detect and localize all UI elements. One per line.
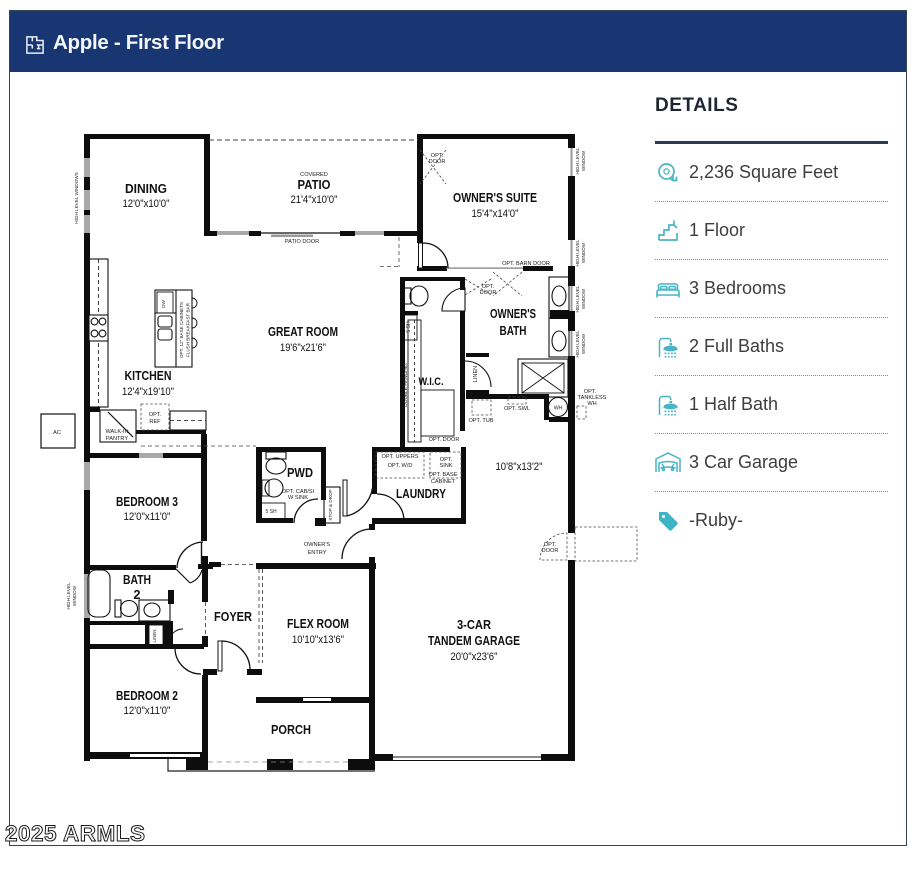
svg-text:LAUNDRY: LAUNDRY: [396, 487, 447, 501]
svg-text:WH: WH: [554, 406, 563, 412]
svg-text:OPT.: OPT.: [149, 412, 162, 418]
svg-text:12'0"x11'0": 12'0"x11'0": [124, 705, 171, 717]
svg-text:COVERED: COVERED: [300, 172, 328, 178]
svg-text:12'4"x19'10": 12'4"x19'10": [122, 386, 174, 398]
svg-text:DOUBLE HANGING: DOUBLE HANGING: [403, 363, 409, 407]
svg-text:5 SH: 5 SH: [406, 321, 412, 333]
svg-text:FOYER: FOYER: [214, 610, 252, 624]
svg-text:WINDOW: WINDOW: [72, 585, 77, 606]
svg-text:LINEN: LINEN: [473, 366, 479, 382]
svg-text:OPT. TUB: OPT. TUB: [468, 418, 493, 424]
svg-text:BATH: BATH: [123, 573, 151, 587]
svg-text:OWNER'S: OWNER'S: [490, 307, 536, 321]
svg-text:OPT. W/D: OPT. W/D: [388, 463, 413, 469]
svg-text:PWD: PWD: [287, 466, 313, 480]
svg-text:DOOR: DOOR: [542, 548, 559, 554]
svg-text:TANKLESS: TANKLESS: [578, 395, 607, 401]
svg-text:5 SH: 5 SH: [265, 509, 277, 515]
svg-text:OPT.: OPT.: [440, 457, 453, 463]
svg-text:HIGH LEVEL: HIGH LEVEL: [575, 147, 580, 175]
svg-text:W.I.C.: W.I.C.: [419, 376, 444, 388]
svg-text:12'0"x11'0": 12'0"x11'0": [124, 511, 171, 523]
svg-text:OPT. SWL: OPT. SWL: [504, 406, 530, 412]
svg-text:DOOR: DOOR: [429, 159, 446, 165]
svg-text:FLEX ROOM: FLEX ROOM: [287, 617, 349, 631]
svg-text:TANDEM GARAGE: TANDEM GARAGE: [428, 634, 520, 648]
svg-text:20'0"x23'6": 20'0"x23'6": [451, 651, 498, 663]
svg-text:19'6"x21'6": 19'6"x21'6": [280, 342, 326, 354]
svg-text:DINING: DINING: [125, 182, 167, 196]
svg-text:PORCH: PORCH: [271, 723, 311, 737]
svg-text:WINDOW: WINDOW: [581, 333, 586, 354]
svg-text:STOP & DROP: STOP & DROP: [328, 489, 333, 520]
svg-text:OPT. CAB/SI: OPT. CAB/SI: [282, 489, 315, 495]
svg-text:OPT. BASE: OPT. BASE: [429, 472, 458, 478]
svg-text:OPT. BARN DOOR: OPT. BARN DOOR: [502, 261, 550, 267]
svg-text:12'0"x10'0": 12'0"x10'0": [123, 198, 170, 210]
svg-text:PANTRY: PANTRY: [106, 436, 128, 442]
svg-text:OPT.: OPT.: [482, 284, 495, 290]
svg-text:FLUSH BREAKFAST BAR: FLUSH BREAKFAST BAR: [186, 302, 191, 357]
svg-text:OWNER'S: OWNER'S: [304, 542, 331, 548]
svg-text:15'4"x14'0": 15'4"x14'0": [472, 208, 519, 220]
svg-text:PATIO DOOR: PATIO DOOR: [285, 239, 319, 245]
svg-text:HIGH LEVEL WINDOWS: HIGH LEVEL WINDOWS: [74, 172, 79, 223]
svg-text:REF: REF: [149, 419, 161, 425]
svg-text:HIGH LEVEL: HIGH LEVEL: [66, 582, 71, 610]
svg-text:WINDOW: WINDOW: [581, 242, 586, 263]
svg-text:OPT. 12" BASE CABINETS: OPT. 12" BASE CABINETS: [179, 302, 184, 358]
svg-text:10'8"x13'2": 10'8"x13'2": [496, 461, 543, 473]
svg-text:CABINET: CABINET: [431, 479, 456, 485]
svg-text:WALK-IN: WALK-IN: [105, 429, 128, 435]
svg-text:3-CAR: 3-CAR: [457, 618, 491, 632]
svg-text:SINK: SINK: [439, 463, 452, 469]
svg-text:LINEN: LINEN: [152, 630, 157, 643]
svg-text:HIGH LEVEL: HIGH LEVEL: [575, 285, 580, 313]
svg-text:ENTRY: ENTRY: [308, 550, 327, 556]
svg-text:BEDROOM 3: BEDROOM 3: [116, 495, 178, 509]
svg-text:GREAT ROOM: GREAT ROOM: [268, 325, 338, 339]
svg-text:2025 ARMLS: 2025 ARMLS: [5, 821, 145, 846]
svg-text:OPT.: OPT.: [584, 389, 597, 395]
svg-text:DOOR: DOOR: [480, 290, 497, 296]
svg-text:21'4"x10'0": 21'4"x10'0": [291, 194, 338, 206]
svg-text:WINDOW: WINDOW: [581, 150, 586, 171]
svg-text:2: 2: [134, 588, 141, 602]
svg-text:WINDOW: WINDOW: [581, 288, 586, 309]
svg-text:OPT.: OPT.: [431, 153, 444, 159]
svg-text:OPT. DOOR: OPT. DOOR: [429, 437, 460, 443]
svg-text:HIGH LEVEL: HIGH LEVEL: [575, 330, 580, 358]
svg-text:PATIO: PATIO: [298, 178, 331, 192]
svg-text:KITCHEN: KITCHEN: [125, 369, 172, 383]
svg-text:AC: AC: [53, 430, 61, 436]
svg-text:WH: WH: [587, 401, 596, 407]
svg-text:HIGH LEVEL: HIGH LEVEL: [575, 239, 580, 267]
svg-text:OWNER'S SUITE: OWNER'S SUITE: [453, 191, 537, 205]
svg-text:OPT. UPPERS: OPT. UPPERS: [382, 454, 419, 460]
svg-text:W SINK: W SINK: [288, 495, 308, 501]
svg-text:BEDROOM 2: BEDROOM 2: [116, 689, 178, 703]
svg-text:BATH: BATH: [500, 324, 527, 338]
svg-text:OPT.: OPT.: [544, 542, 557, 548]
svg-text:DW: DW: [161, 300, 166, 308]
svg-text:10'10"x13'6": 10'10"x13'6": [292, 634, 344, 646]
